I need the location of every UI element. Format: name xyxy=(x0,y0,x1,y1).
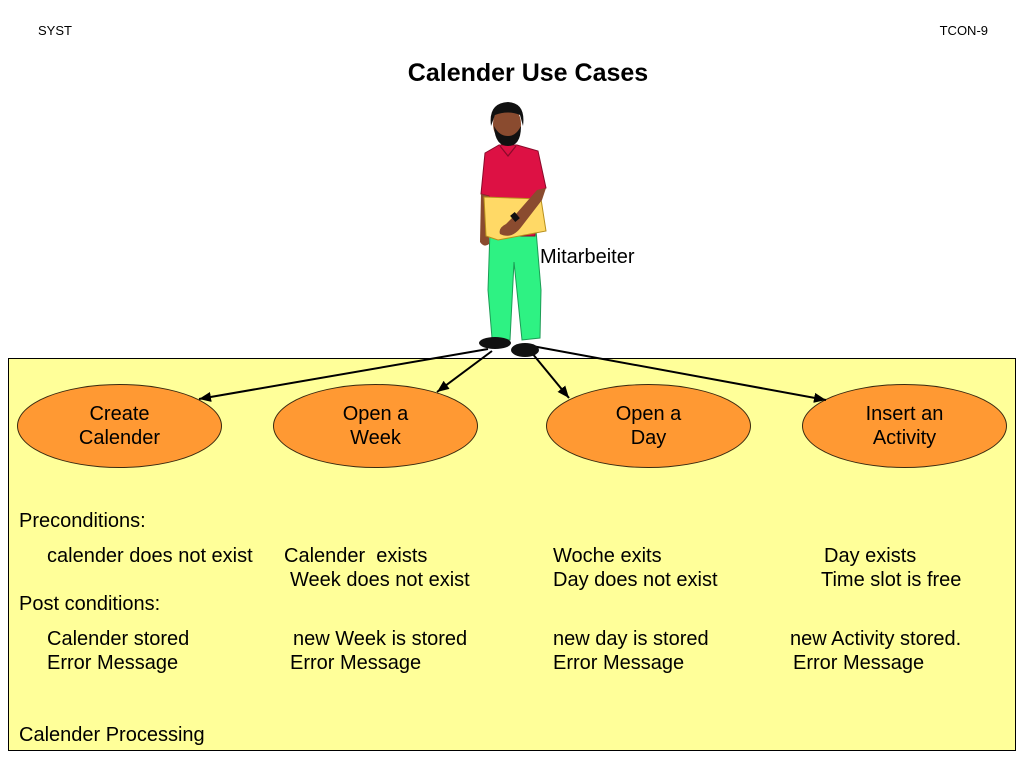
actor-label: Mitarbeiter xyxy=(540,246,635,268)
actor-shirt xyxy=(480,144,547,237)
postcondition-text: Error Message xyxy=(47,652,179,674)
actor-right-shoe xyxy=(511,343,539,357)
actor-face xyxy=(493,106,521,142)
actor-watch xyxy=(510,212,520,222)
precondition-text: Day exists xyxy=(824,545,917,567)
use-case-label-line: Open a xyxy=(615,403,682,425)
preconditions-heading: Preconditions: xyxy=(19,510,146,532)
use-case-label-line: Day xyxy=(630,427,667,449)
postcondition-text: Calender stored xyxy=(47,628,190,650)
actor-right-arm xyxy=(499,188,546,236)
precondition-text: Week does not exist xyxy=(290,569,470,591)
postconditions-heading: Post conditions: xyxy=(19,593,161,615)
header-left-label: SYST xyxy=(38,23,72,38)
use-case-create-calender: Create Calender xyxy=(17,384,222,468)
precondition-text: Time slot is free xyxy=(821,569,962,591)
use-case-label-line: Activity xyxy=(872,427,937,449)
use-case-insert-activity: Insert an Activity xyxy=(802,384,1007,468)
postcondition-text: Error Message xyxy=(553,652,685,674)
use-case-open-day: Open a Day xyxy=(546,384,751,468)
use-case-label-line: Open a xyxy=(342,403,409,425)
use-case-label-line: Create xyxy=(89,403,150,425)
actor-pants xyxy=(487,229,542,341)
actor-collar xyxy=(499,145,517,157)
precondition-text: Calender exists xyxy=(284,545,428,567)
slide-title: Calender Use Cases xyxy=(407,59,649,87)
use-case-label-line: Calender xyxy=(78,427,161,449)
person-actor-icon xyxy=(479,102,547,357)
postcondition-text: Error Message xyxy=(793,652,925,674)
actor-neck xyxy=(501,136,514,148)
actor-hair xyxy=(490,102,524,126)
postcondition-text: Error Message xyxy=(290,652,422,674)
postcondition-text: new Week is stored xyxy=(293,628,468,650)
actor-beard xyxy=(494,126,521,146)
footer-label: Calender Processing xyxy=(19,724,205,746)
header-right-label: TCON-9 xyxy=(939,23,988,38)
actor-left-arm xyxy=(480,194,489,246)
postcondition-text: new day is stored xyxy=(553,628,709,650)
postcondition-text: new Activity stored. xyxy=(790,628,962,650)
actor-folder xyxy=(483,196,547,241)
precondition-text: Day does not exist xyxy=(553,569,718,591)
use-case-open-week: Open a Week xyxy=(273,384,478,468)
precondition-text: calender does not exist xyxy=(47,545,253,567)
use-case-label-line: Insert an xyxy=(865,403,944,425)
actor-left-shoe xyxy=(479,337,511,349)
use-case-label-line: Week xyxy=(350,427,401,449)
precondition-text: Woche exits xyxy=(553,545,662,567)
